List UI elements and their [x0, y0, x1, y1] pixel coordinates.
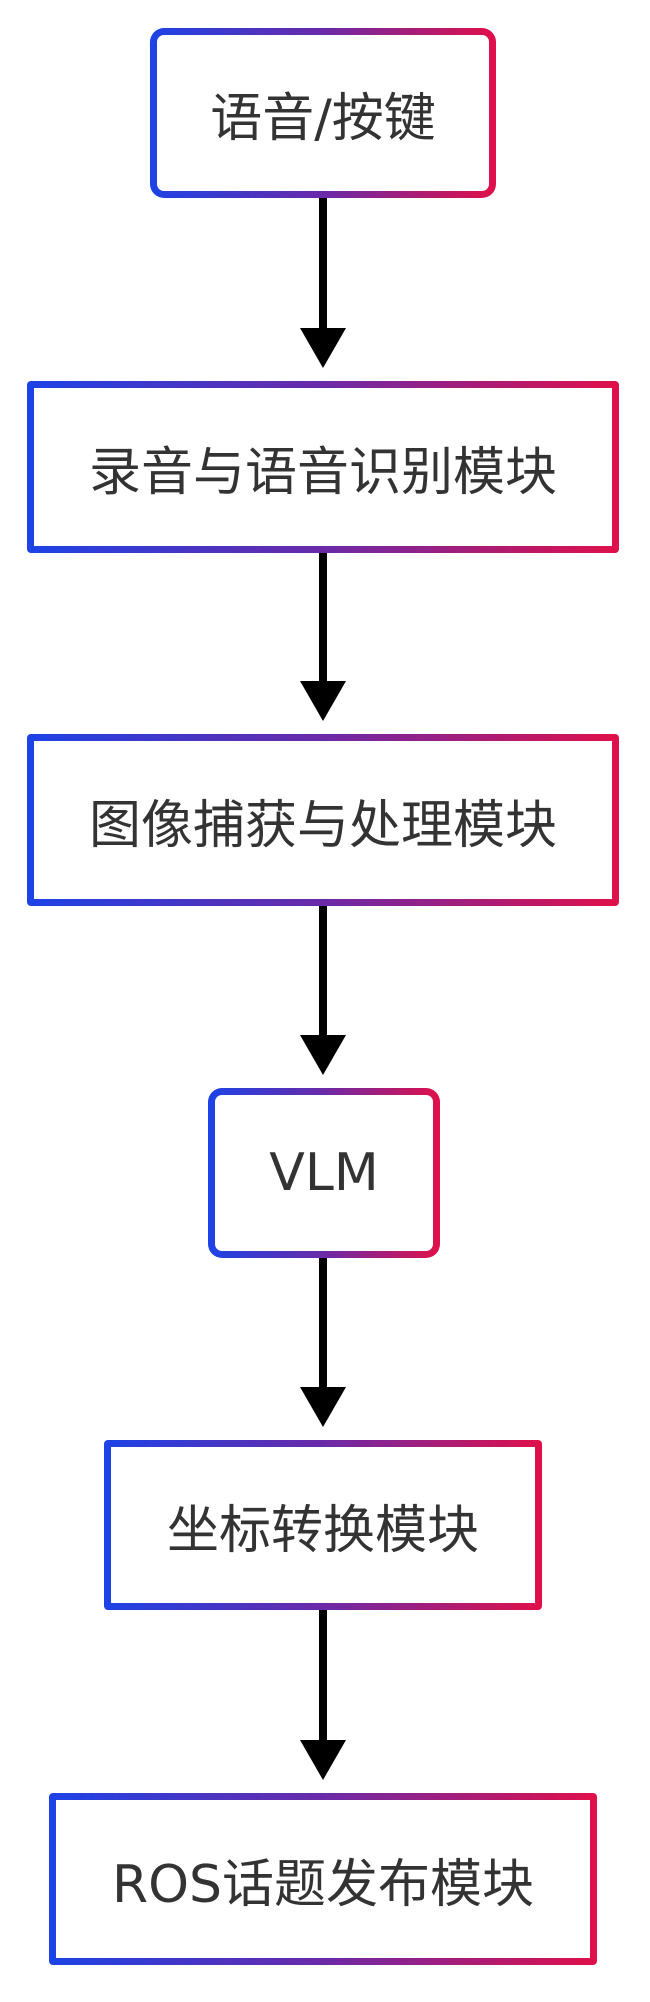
- node-label: VLM: [269, 1143, 379, 1203]
- arrow-shaft: [319, 906, 327, 1040]
- node-image-capture-processing: 图像捕获与处理模块: [27, 734, 619, 906]
- node-vlm: VLM: [208, 1088, 440, 1258]
- arrow-down-3: [300, 906, 346, 1075]
- arrow-shaft: [319, 198, 327, 333]
- node-recording-speech-recognition: 录音与语音识别模块: [27, 381, 619, 553]
- node-voice-keypress: 语音/按键: [150, 28, 496, 198]
- node-label: 坐标转换模块: [166, 1500, 479, 1561]
- arrow-head-icon: [300, 681, 346, 721]
- arrow-down-4: [300, 1258, 346, 1427]
- arrow-head-icon: [300, 328, 346, 368]
- node-coordinate-transform: 坐标转换模块: [104, 1440, 542, 1610]
- arrow-shaft: [319, 553, 327, 686]
- node-label: ROS话题发布模块: [111, 1854, 535, 1915]
- node-label: 图像捕获与处理模块: [88, 795, 557, 856]
- arrow-head-icon: [300, 1035, 346, 1075]
- node-label: 录音与语音识别模块: [88, 442, 557, 503]
- arrow-down-5: [300, 1610, 346, 1780]
- arrow-head-icon: [300, 1387, 346, 1427]
- node-ros-topic-publish: ROS话题发布模块: [49, 1793, 597, 1965]
- arrow-shaft: [319, 1258, 327, 1392]
- arrow-shaft: [319, 1610, 327, 1745]
- node-label: 语音/按键: [210, 88, 436, 149]
- arrow-head-icon: [300, 1740, 346, 1780]
- arrow-down-1: [300, 198, 346, 368]
- arrow-down-2: [300, 553, 346, 721]
